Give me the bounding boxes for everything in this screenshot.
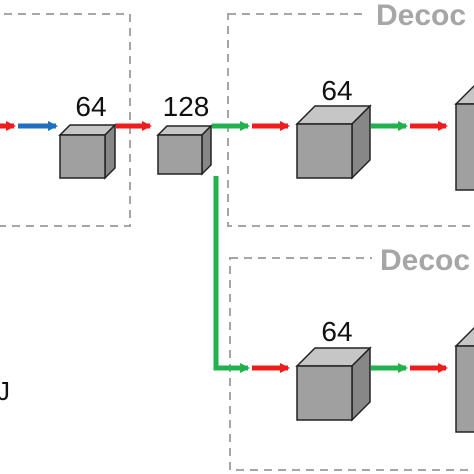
decoder-top-title: Decoc <box>376 0 466 32</box>
decoder-bottom-cube-label: 64 <box>321 316 352 347</box>
arrow-green-branch <box>213 176 250 373</box>
decoder-top-dashed-box <box>227 13 474 227</box>
left-edge-text-fragment: J <box>0 376 10 406</box>
decoder-bottom-cube-next <box>454 326 474 433</box>
encoder-dashed-box <box>0 13 131 227</box>
encoder-cube-label: 64 <box>75 91 106 122</box>
bottleneck-cube-128 <box>156 124 213 176</box>
decoder-top-cube-64 <box>295 104 372 180</box>
decoder-bottom-dashed-box <box>229 257 474 471</box>
bottleneck-cube-label: 128 <box>163 91 210 122</box>
encoder-cube-64 <box>58 123 117 180</box>
decoder-bottom-cube-64 <box>295 346 372 422</box>
decoder-bottom-title: Decoc <box>380 244 470 277</box>
decoder-top-cube-label: 64 <box>321 75 352 106</box>
decoder-top-cube-next <box>454 84 474 191</box>
